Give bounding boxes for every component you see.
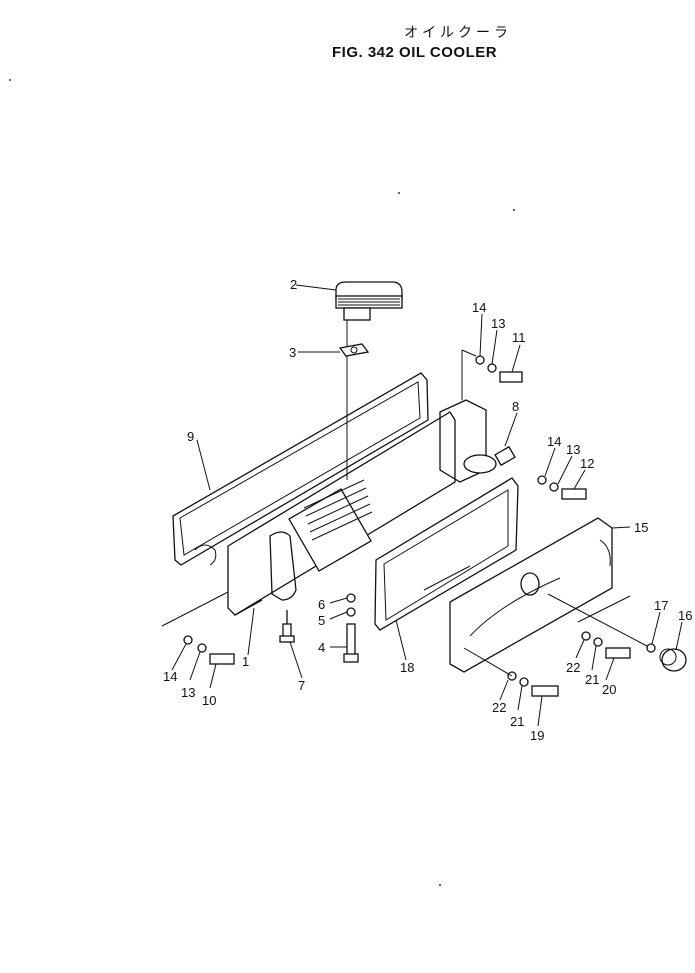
bolt-group-left — [183, 635, 235, 665]
speck — [439, 884, 441, 886]
cooler-element-part — [335, 281, 403, 480]
callout-1: 1 — [242, 654, 249, 669]
callout-2: 2 — [290, 277, 297, 292]
callout-6: 6 — [318, 597, 325, 612]
callout-20: 20 — [602, 682, 616, 697]
callout-12: 12 — [580, 456, 594, 471]
speck — [9, 79, 11, 81]
o-ring-part-17 — [646, 643, 656, 653]
callout-17: 17 — [654, 598, 668, 613]
callout-18: 18 — [400, 660, 414, 675]
gasket-part — [338, 343, 370, 357]
drain-parts — [279, 593, 359, 663]
callout-19: 19 — [530, 728, 544, 743]
speck — [513, 209, 515, 211]
callout-15: 15 — [634, 520, 648, 535]
bolt-group-top — [475, 355, 587, 500]
plug-part — [659, 648, 687, 672]
cooler-cover-body — [227, 411, 456, 616]
callout-9: 9 — [187, 429, 194, 444]
callout-21-bottom: 21 — [510, 714, 524, 729]
speck — [398, 192, 400, 194]
callout-13-top: 13 — [491, 316, 505, 331]
callout-22-right: 22 — [566, 660, 580, 675]
callout-14-right: 14 — [547, 434, 561, 449]
callout-16: 16 — [678, 608, 692, 623]
flange-block — [439, 399, 497, 483]
callout-21-right: 21 — [585, 672, 599, 687]
callout-13-left: 13 — [181, 685, 195, 700]
figure-title: FIG. 342 OIL COOLER — [332, 44, 498, 61]
callout-22-bottom: 22 — [492, 700, 506, 715]
callout-14-left: 14 — [163, 669, 177, 684]
end-cover-plate — [449, 517, 613, 673]
side-gasket-part — [374, 477, 519, 631]
callout-7: 7 — [298, 678, 305, 693]
callout-4: 4 — [318, 640, 325, 655]
cover-gasket-part — [172, 372, 429, 566]
callout-11: 11 — [512, 330, 526, 345]
title-japanese: オイルクーラ — [404, 25, 512, 41]
callout-5: 5 — [318, 613, 325, 628]
callout-10: 10 — [202, 693, 216, 708]
callout-14-top: 14 — [472, 300, 486, 315]
callout-8: 8 — [512, 399, 519, 414]
fitting-part-8 — [494, 445, 516, 467]
callout-3: 3 — [289, 345, 296, 360]
callout-13-right: 13 — [566, 442, 580, 457]
leader-lines — [161, 284, 683, 727]
